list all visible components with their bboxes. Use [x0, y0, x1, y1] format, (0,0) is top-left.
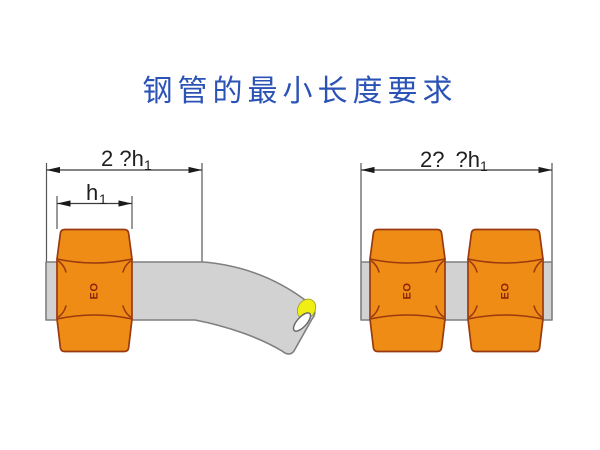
figure-right-straight-tube: 2? ?h 1 EO EO	[360, 147, 553, 353]
arrow-left-icon	[46, 166, 60, 174]
nut-marking: EO	[402, 283, 414, 300]
arrow-right-icon	[538, 166, 552, 174]
dim-label-left-inner: h	[86, 180, 98, 205]
dim-label-left-outer: 2 ?h	[101, 146, 144, 171]
nut-marking: EO	[89, 283, 101, 300]
arrow-right-icon	[188, 166, 202, 174]
dim-label-left-outer-sub: 1	[144, 157, 152, 173]
page-title: 钢管的最小长度要求	[142, 75, 458, 108]
arrow-left-icon	[57, 200, 71, 207]
nut-marking: EO	[500, 283, 512, 300]
figure-left-bent-tube: 2 ?h 1 h 1 EO	[45, 146, 317, 355]
pipe-bore-opening	[292, 312, 312, 332]
dim-label-left-inner-sub: 1	[99, 191, 107, 207]
dim-label-right-outer: 2? ?h	[420, 147, 480, 172]
dim-label-right-outer-sub: 1	[480, 158, 488, 174]
arrow-right-icon	[118, 200, 132, 207]
arrow-left-icon	[361, 166, 375, 174]
